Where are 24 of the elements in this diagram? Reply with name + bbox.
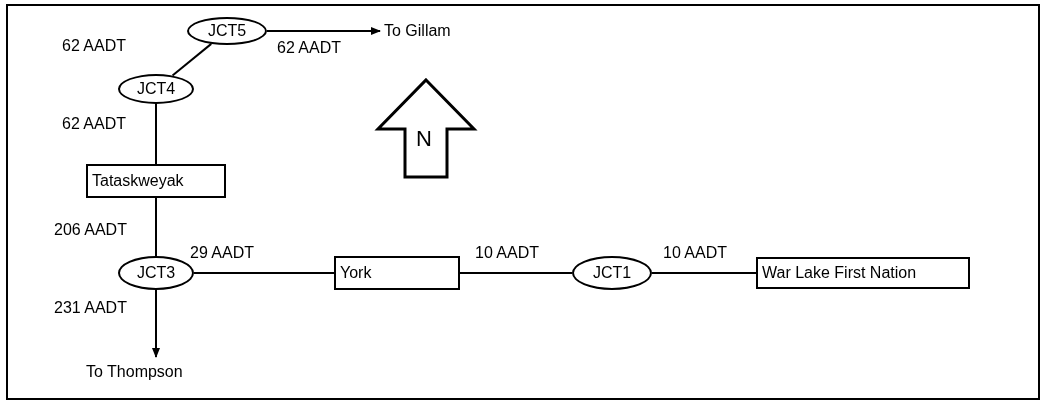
arrow — [152, 289, 160, 358]
road-line — [459, 272, 573, 274]
road-line — [651, 272, 757, 274]
north-label: N — [416, 128, 432, 150]
road-line — [193, 272, 335, 274]
place-box: War Lake First Nation — [756, 257, 970, 289]
edge-label: 62 AADT — [277, 40, 342, 56]
edge-label: 231 AADT — [54, 300, 127, 316]
edge-label: 10 AADT — [663, 245, 728, 261]
road-line — [155, 103, 157, 165]
road-line — [155, 197, 157, 257]
destination-label: To Thompson — [86, 361, 226, 383]
edge-label: 206 AADT — [54, 222, 127, 238]
arrow — [266, 27, 381, 35]
edge-label: 62 AADT — [62, 38, 127, 54]
junction-ellipse: JCT1 — [572, 256, 652, 290]
place-box: Tataskweyak — [86, 164, 226, 198]
place-box: York — [334, 256, 460, 290]
junction-ellipse: JCT5 — [187, 17, 267, 45]
road-line — [171, 42, 213, 77]
edge-label: 62 AADT — [62, 116, 127, 132]
destination-label: To Gillam — [384, 20, 480, 42]
junction-ellipse: JCT4 — [118, 74, 194, 104]
edge-label: 10 AADT — [475, 245, 540, 261]
